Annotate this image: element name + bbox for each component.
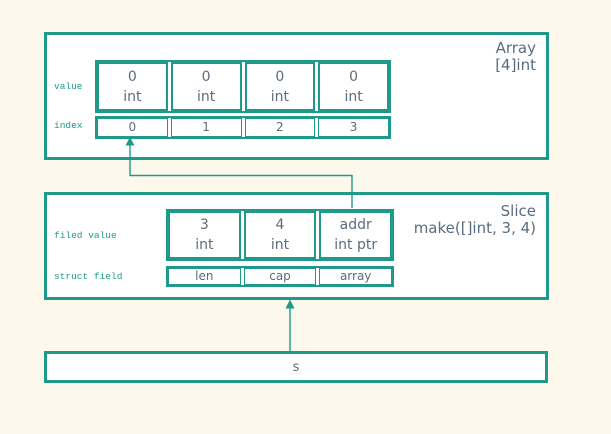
slice-struct-cell-cap: cap xyxy=(243,268,317,285)
cell-type: int xyxy=(344,88,363,105)
field-value-row-label: filed value xyxy=(54,230,117,241)
slice-cap-value-cell: 4 int xyxy=(243,211,317,259)
array-type-line: [4]int xyxy=(495,56,536,74)
cell-value: 3 xyxy=(199,217,209,233)
cell-value: addr xyxy=(339,217,372,233)
slice-box-title: Slice make([]int, 3, 4) xyxy=(414,203,536,237)
array-title-line: Array xyxy=(495,39,536,57)
slice-title-line: Slice xyxy=(500,202,536,220)
cell-type: int xyxy=(195,237,214,253)
s-variable-label: s xyxy=(292,359,300,375)
slice-make-line: make([]int, 3, 4) xyxy=(413,219,536,237)
cell-value: 4 xyxy=(275,217,285,233)
cell-type: int xyxy=(270,88,289,105)
array-value-cell-2: 0 int xyxy=(244,62,316,111)
slice-field-value-row: 3 int 4 int addr int ptr xyxy=(166,209,394,261)
array-index-row: 0 1 2 3 xyxy=(95,116,391,139)
cell-value: 0 xyxy=(275,68,285,85)
cell-value: 0 xyxy=(349,68,359,85)
array-index-cell-2: 2 xyxy=(244,118,316,137)
s-to-slice-arrow xyxy=(285,299,295,351)
slice-struct-cell-array: array xyxy=(319,268,393,285)
cell-type: int ptr xyxy=(334,237,378,253)
cell-value: 0 xyxy=(127,68,137,85)
cell-type: int xyxy=(196,88,216,105)
slice-box: Slice make([]int, 3, 4) filed value stru… xyxy=(44,192,549,300)
cell-value: 0 xyxy=(201,68,211,85)
array-index-cell-1: 1 xyxy=(170,118,242,137)
array-index-cell-0: 0 xyxy=(97,118,168,137)
array-box: Array [4]int value index 0 int 0 int 0 i… xyxy=(44,32,549,160)
slice-len-value-cell: 3 int xyxy=(168,211,241,259)
array-value-cell-1: 0 int xyxy=(170,62,242,111)
slice-struct-cell-len: len xyxy=(168,268,241,285)
array-box-title: Array [4]int xyxy=(495,40,536,74)
slice-addr-value-cell: addr int ptr xyxy=(319,211,393,259)
struct-field-row-label: struct field xyxy=(54,271,123,282)
array-value-cell-0: 0 int xyxy=(97,62,168,111)
value-row-label: value xyxy=(54,81,83,92)
array-index-cell-3: 3 xyxy=(318,118,389,137)
index-row-label: index xyxy=(54,120,83,131)
s-variable-box: s xyxy=(44,351,548,383)
cell-type: int xyxy=(123,88,142,105)
array-value-cell-3: 0 int xyxy=(318,62,389,111)
slice-struct-field-row: len cap array xyxy=(166,266,394,287)
array-value-row: 0 int 0 int 0 int 0 int xyxy=(95,60,391,113)
cell-type: int xyxy=(270,237,290,253)
